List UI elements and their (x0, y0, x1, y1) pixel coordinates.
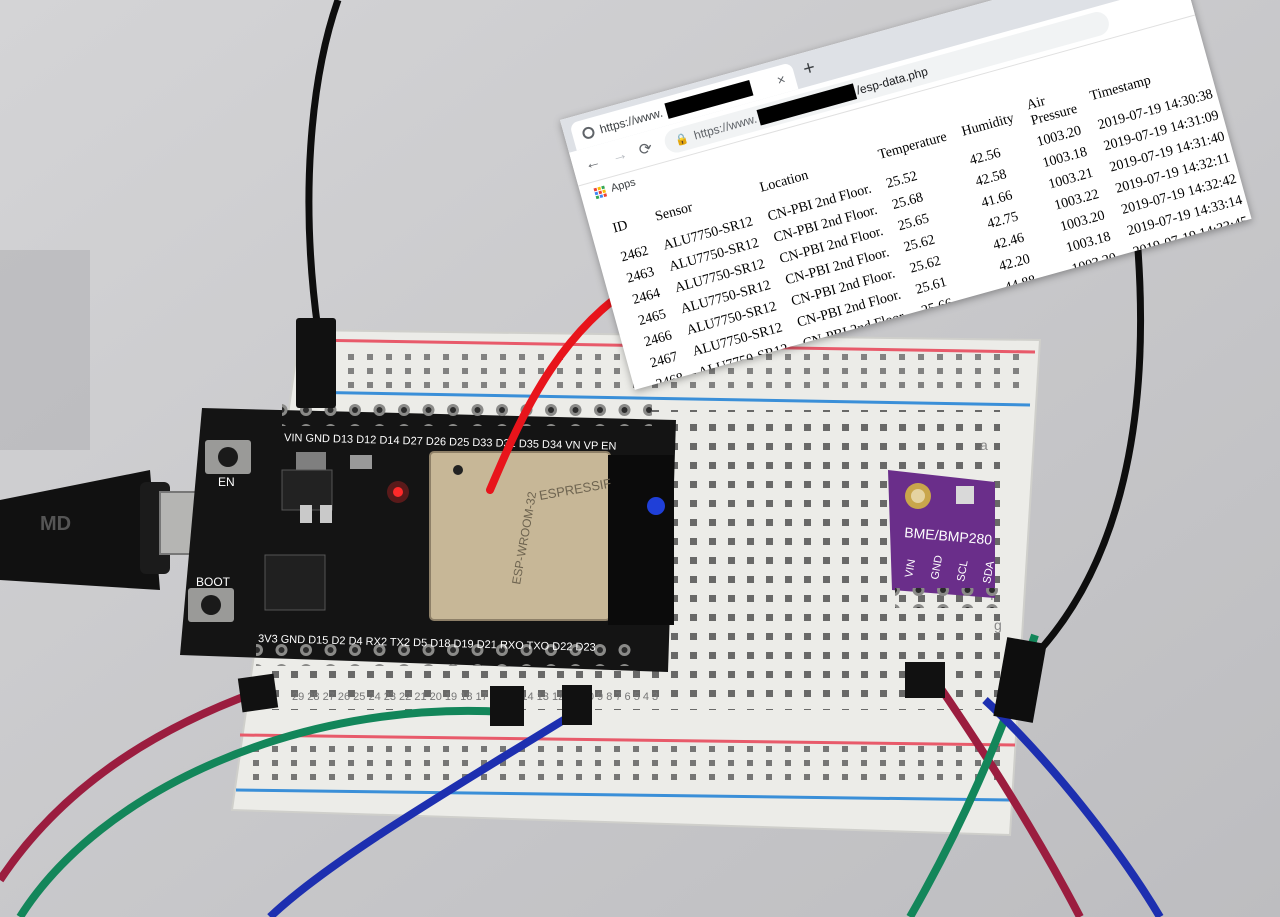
reload-icon[interactable]: ⟳ (637, 139, 655, 160)
bme280-sensor: BME/BMP280 VIN GND SCL SDA (888, 470, 1000, 608)
usb-uart-chip (264, 554, 326, 611)
voltage-regulator (281, 469, 333, 511)
power-led (393, 487, 403, 497)
boot-button-label: BOOT (196, 575, 231, 589)
smd-component (350, 455, 372, 469)
sensor-pin-gnd: GND (929, 554, 945, 580)
back-icon[interactable]: ← (582, 152, 603, 174)
black-wire-top (305, 0, 342, 331)
smd-component (300, 505, 312, 523)
breadboard-letter-label: a (980, 437, 988, 453)
breadboard-number-label: 29 28 27 26 25 24 23 22 21 20 19 18 17 1… (292, 691, 658, 703)
close-tab-icon[interactable]: × (775, 70, 788, 89)
desk-shadow (0, 250, 90, 450)
module-blue-dot (647, 497, 665, 515)
black-wire-right (1037, 249, 1145, 653)
usb-brand-logo: MD (40, 513, 71, 535)
sensor-pin-scl: SCL (955, 559, 971, 582)
apps-grid-icon (593, 185, 607, 199)
sensor-pin-vin: VIN (903, 558, 918, 578)
globe-icon (581, 125, 596, 141)
smd-component (296, 452, 326, 470)
sensor-label: BME/BMP280 (904, 524, 993, 548)
url-prefix: https://www. (692, 111, 759, 143)
lock-icon: 🔒 (673, 132, 691, 148)
sensor-pin-sda: SDA (981, 560, 997, 585)
breadboard-letter-label: g (994, 617, 1002, 633)
smd-component (320, 505, 332, 523)
new-tab-button[interactable]: + (800, 56, 818, 81)
en-button-label: EN (218, 475, 235, 489)
esp-wroom-module: ESPRESSIF ESP-WROOM-32 (429, 451, 674, 625)
jumper-wires (0, 318, 1164, 917)
forward-icon[interactable]: → (609, 145, 630, 167)
bookmark-apps[interactable]: Apps (609, 176, 638, 195)
esp32-board: VIN GND D13 D12 D14 D27 D26 D25 D33 D32 … (180, 404, 676, 672)
